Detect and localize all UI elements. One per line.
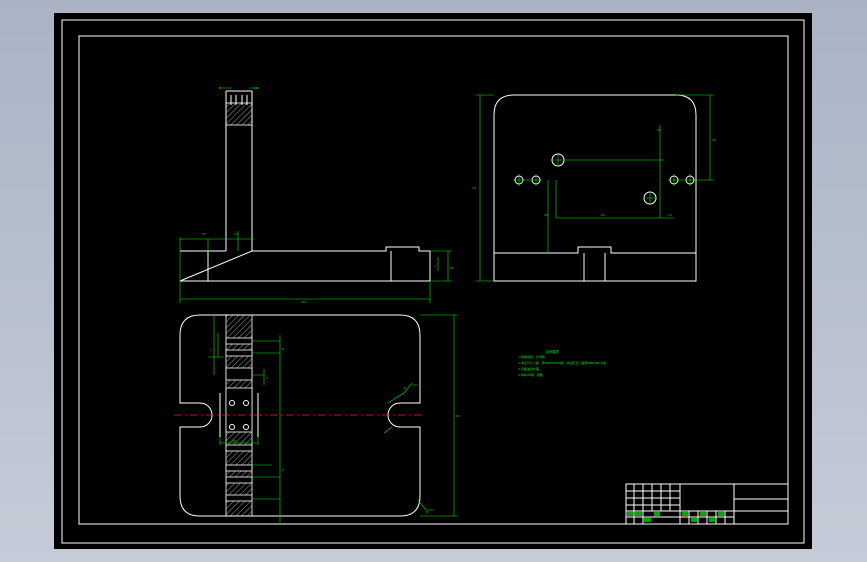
svg-text:7: 7 [210,348,212,352]
post-section-hatch [225,102,253,126]
svg-text:24: 24 [712,138,716,142]
svg-text:1.锐角倒钝，去毛刺。: 1.锐角倒钝，去毛刺。 [518,354,548,359]
engineering-drawing: 165 15 17 20 7 8 16 74 24 55 64 14 30 [61,19,805,544]
sheet-outer-border [61,19,805,544]
side-view: 74 24 55 64 14 30 [472,94,716,282]
svg-text:14: 14 [668,213,672,217]
svg-text:R: R [404,386,406,390]
svg-text:16: 16 [254,86,258,90]
svg-text:55: 55 [657,128,661,132]
svg-text:8: 8 [219,86,221,90]
svg-text:2.未注尺寸公差，按GB1804-M级，未注形位公差按GB1: 2.未注尺寸公差，按GB1804-M级，未注形位公差按GB1184-K级。 [518,360,609,365]
svg-text:17: 17 [234,232,238,236]
svg-text:90: 90 [456,414,460,418]
svg-text:技术要求: 技术要求 [546,349,560,354]
svg-text:74: 74 [472,186,476,190]
svg-text:64: 64 [601,213,605,217]
svg-text:4.材料45钢，调质。: 4.材料45钢，调质。 [518,372,546,377]
svg-text:6: 6 [282,468,284,472]
svg-text:6: 6 [282,347,284,351]
title-block [625,483,789,525]
svg-text:20: 20 [450,266,454,270]
svg-text:4: 4 [266,376,268,380]
plan-view: 90 25 6 6 4 7 R R [174,314,460,523]
svg-text:R: R [426,510,428,514]
svg-text:25: 25 [232,439,236,443]
svg-text:7: 7 [434,264,436,268]
svg-text:3.表面发蓝处理。: 3.表面发蓝处理。 [518,366,542,371]
sheet-inner-border [78,35,789,525]
technical-notes: 技术要求 1.锐角倒钝，去毛刺。 2.未注尺寸公差，按GB1804-M级，未注形… [518,349,609,377]
cad-viewport[interactable]: 165 15 17 20 7 8 16 74 24 55 64 14 30 [54,13,812,549]
svg-text:15: 15 [202,232,206,236]
front-view: 165 15 17 20 7 8 16 [179,86,454,304]
svg-text:30: 30 [544,213,548,217]
svg-text:165: 165 [301,300,307,304]
